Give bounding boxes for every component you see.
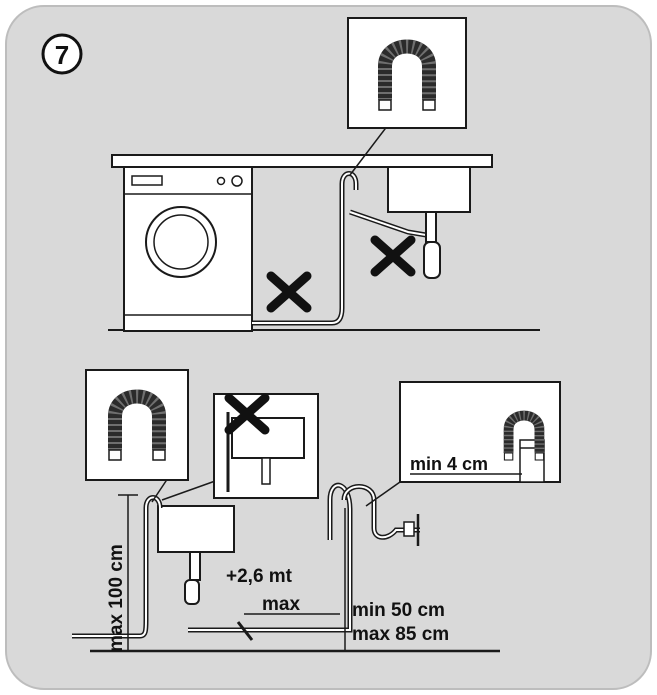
standpipe-trap xyxy=(341,484,420,546)
hose-callout-left xyxy=(85,369,189,481)
knob-icon xyxy=(231,175,243,187)
panel-background xyxy=(5,5,652,690)
door-icon xyxy=(145,206,217,278)
wrong-sink xyxy=(226,412,305,492)
wall-sink-left xyxy=(157,505,235,605)
step-number: 7 xyxy=(55,40,69,70)
washing-machine xyxy=(123,166,253,332)
hose-callout-top xyxy=(347,17,467,129)
countertop xyxy=(111,154,493,168)
extension-max-label: max xyxy=(262,594,300,615)
max-depth-label: max 85 cm xyxy=(352,624,449,645)
knob-icon xyxy=(216,176,226,186)
max-height-label: max 100 cm xyxy=(106,544,127,652)
step-badge: 7 xyxy=(41,33,83,75)
kitchen-sink xyxy=(387,166,471,279)
min-gap-label: min 4 cm xyxy=(410,454,488,474)
extension-label: +2,6 mt xyxy=(226,566,293,587)
min-height-label: min 50 cm xyxy=(352,600,445,621)
